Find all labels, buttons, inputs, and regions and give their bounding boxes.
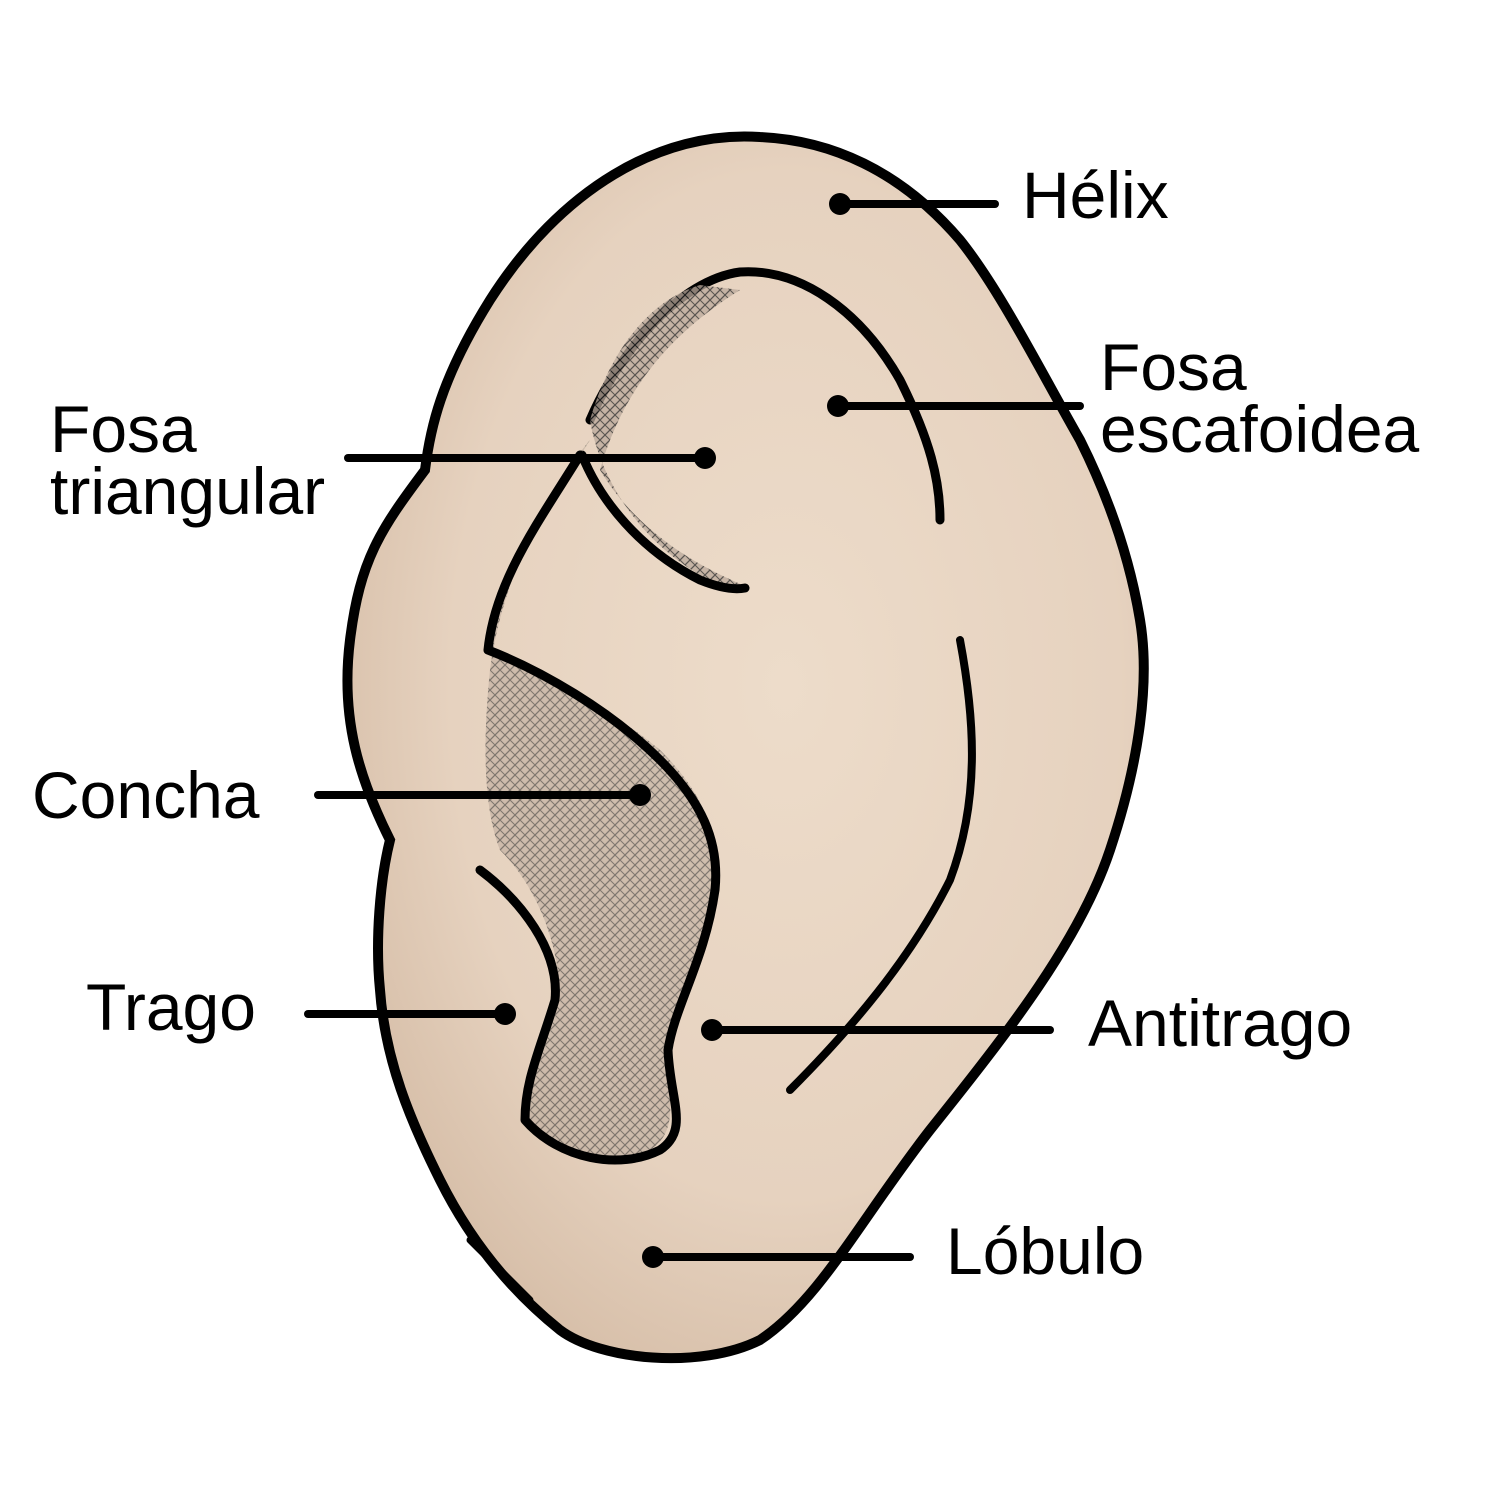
label-helix: Hélix [1022,158,1169,232]
label-fosa-escafoidea-line2: escafoidea [1100,392,1420,466]
ear-outline [342,131,1149,1364]
leader-concha [314,784,651,806]
label-fosa-escafoidea-line1: Fosa [1100,330,1247,404]
leader-trago [304,1003,516,1025]
leader-fosa-escafoidea [827,395,1084,417]
label-lobulo: Lóbulo [946,1214,1144,1288]
leader-fosa-triangular [344,447,716,469]
label-fosa-triangular-line2: triangular [50,454,325,528]
concha-shadow [485,440,716,1159]
fosa-triangular-shadow [590,285,750,589]
label-fosa-triangular-line1: Fosa [50,392,197,466]
leader-antitrago [701,1019,1054,1041]
label-concha: Concha [32,758,260,832]
leader-lobulo [642,1246,914,1268]
label-antitrago: Antitrago [1088,986,1352,1060]
leader-helix [829,193,999,215]
concha-outline [475,450,721,1165]
lobule-crease [466,1236,534,1304]
label-trago: Trago [86,970,256,1044]
antihelix-crus-line [577,450,750,594]
